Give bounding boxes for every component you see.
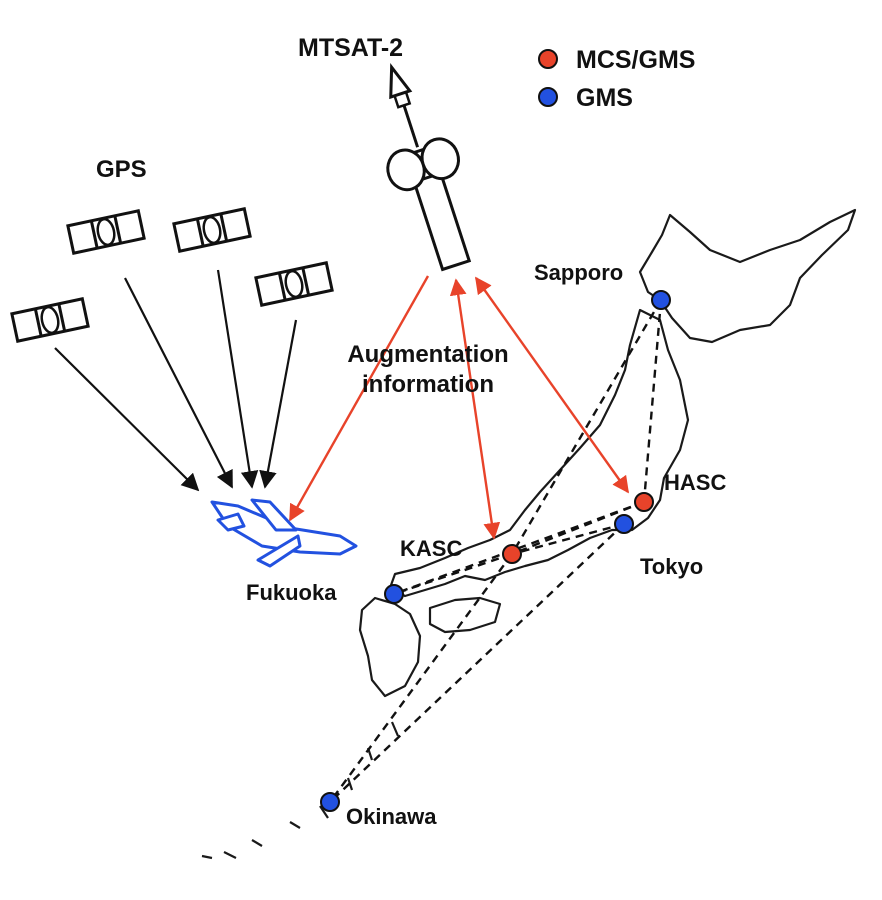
hokkaido-island xyxy=(638,208,857,344)
station-marker-fukuoka xyxy=(384,584,404,604)
legend-marker-mcs-gms xyxy=(538,49,558,69)
satellite-icon xyxy=(10,297,90,343)
station-markers xyxy=(320,290,671,812)
satellite-icon xyxy=(254,261,334,307)
station-label-tokyo: Tokyo xyxy=(640,554,703,579)
augmentation-arrows xyxy=(288,275,629,540)
geostationary-satellite-icon xyxy=(386,63,472,272)
shikoku-island xyxy=(428,596,502,634)
augmentation-label-line2: information xyxy=(362,371,494,398)
ryukyu-islands xyxy=(201,721,400,860)
satellite-icon xyxy=(66,209,146,255)
station-label-fukuoka: Fukuoka xyxy=(246,580,337,605)
station-marker-okinawa xyxy=(320,792,340,812)
legend-label-gms: GMS xyxy=(576,84,633,112)
station-marker-kasc xyxy=(502,544,522,564)
mtsat-label: MTSAT-2 xyxy=(298,34,403,62)
station-marker-hasc xyxy=(634,492,654,512)
gps-constellation xyxy=(10,207,334,343)
legend-marker-gms xyxy=(538,87,558,107)
airplane-icon xyxy=(210,498,358,568)
legend: MCS/GMS GMS xyxy=(538,46,695,112)
station-label-kasc: KASC xyxy=(400,536,462,561)
gps-signal-arrows xyxy=(54,269,298,492)
augmentation-label-line1: Augmentation xyxy=(347,341,508,368)
kyushu-island xyxy=(358,596,422,698)
station-marker-tokyo xyxy=(614,514,634,534)
station-label-hasc: HASC xyxy=(664,470,726,495)
satellite-icon xyxy=(172,207,252,253)
station-marker-sapporo xyxy=(651,290,671,310)
station-label-sapporo: Sapporo xyxy=(534,260,623,285)
station-label-okinawa: Okinawa xyxy=(346,804,437,829)
gps-label: GPS xyxy=(96,156,147,183)
legend-label-mcs-gms: MCS/GMS xyxy=(576,46,695,74)
